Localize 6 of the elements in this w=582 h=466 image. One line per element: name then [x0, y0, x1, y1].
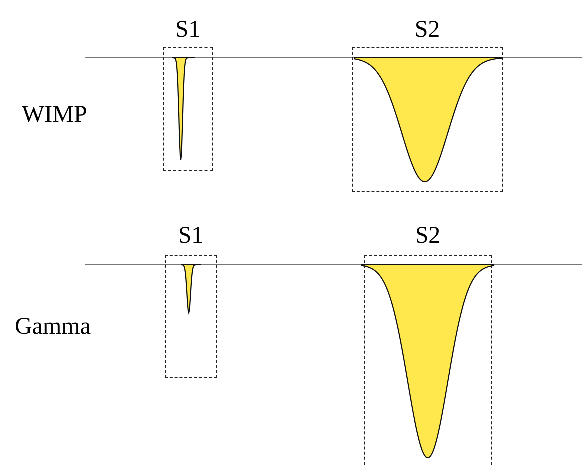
- window-heading: S2: [414, 16, 442, 44]
- window-heading: S2: [414, 222, 442, 250]
- window-heading: S1: [174, 16, 202, 44]
- row-label: WIMP: [22, 101, 88, 129]
- window-heading: S1: [177, 222, 205, 250]
- row-label: Gamma: [15, 313, 91, 341]
